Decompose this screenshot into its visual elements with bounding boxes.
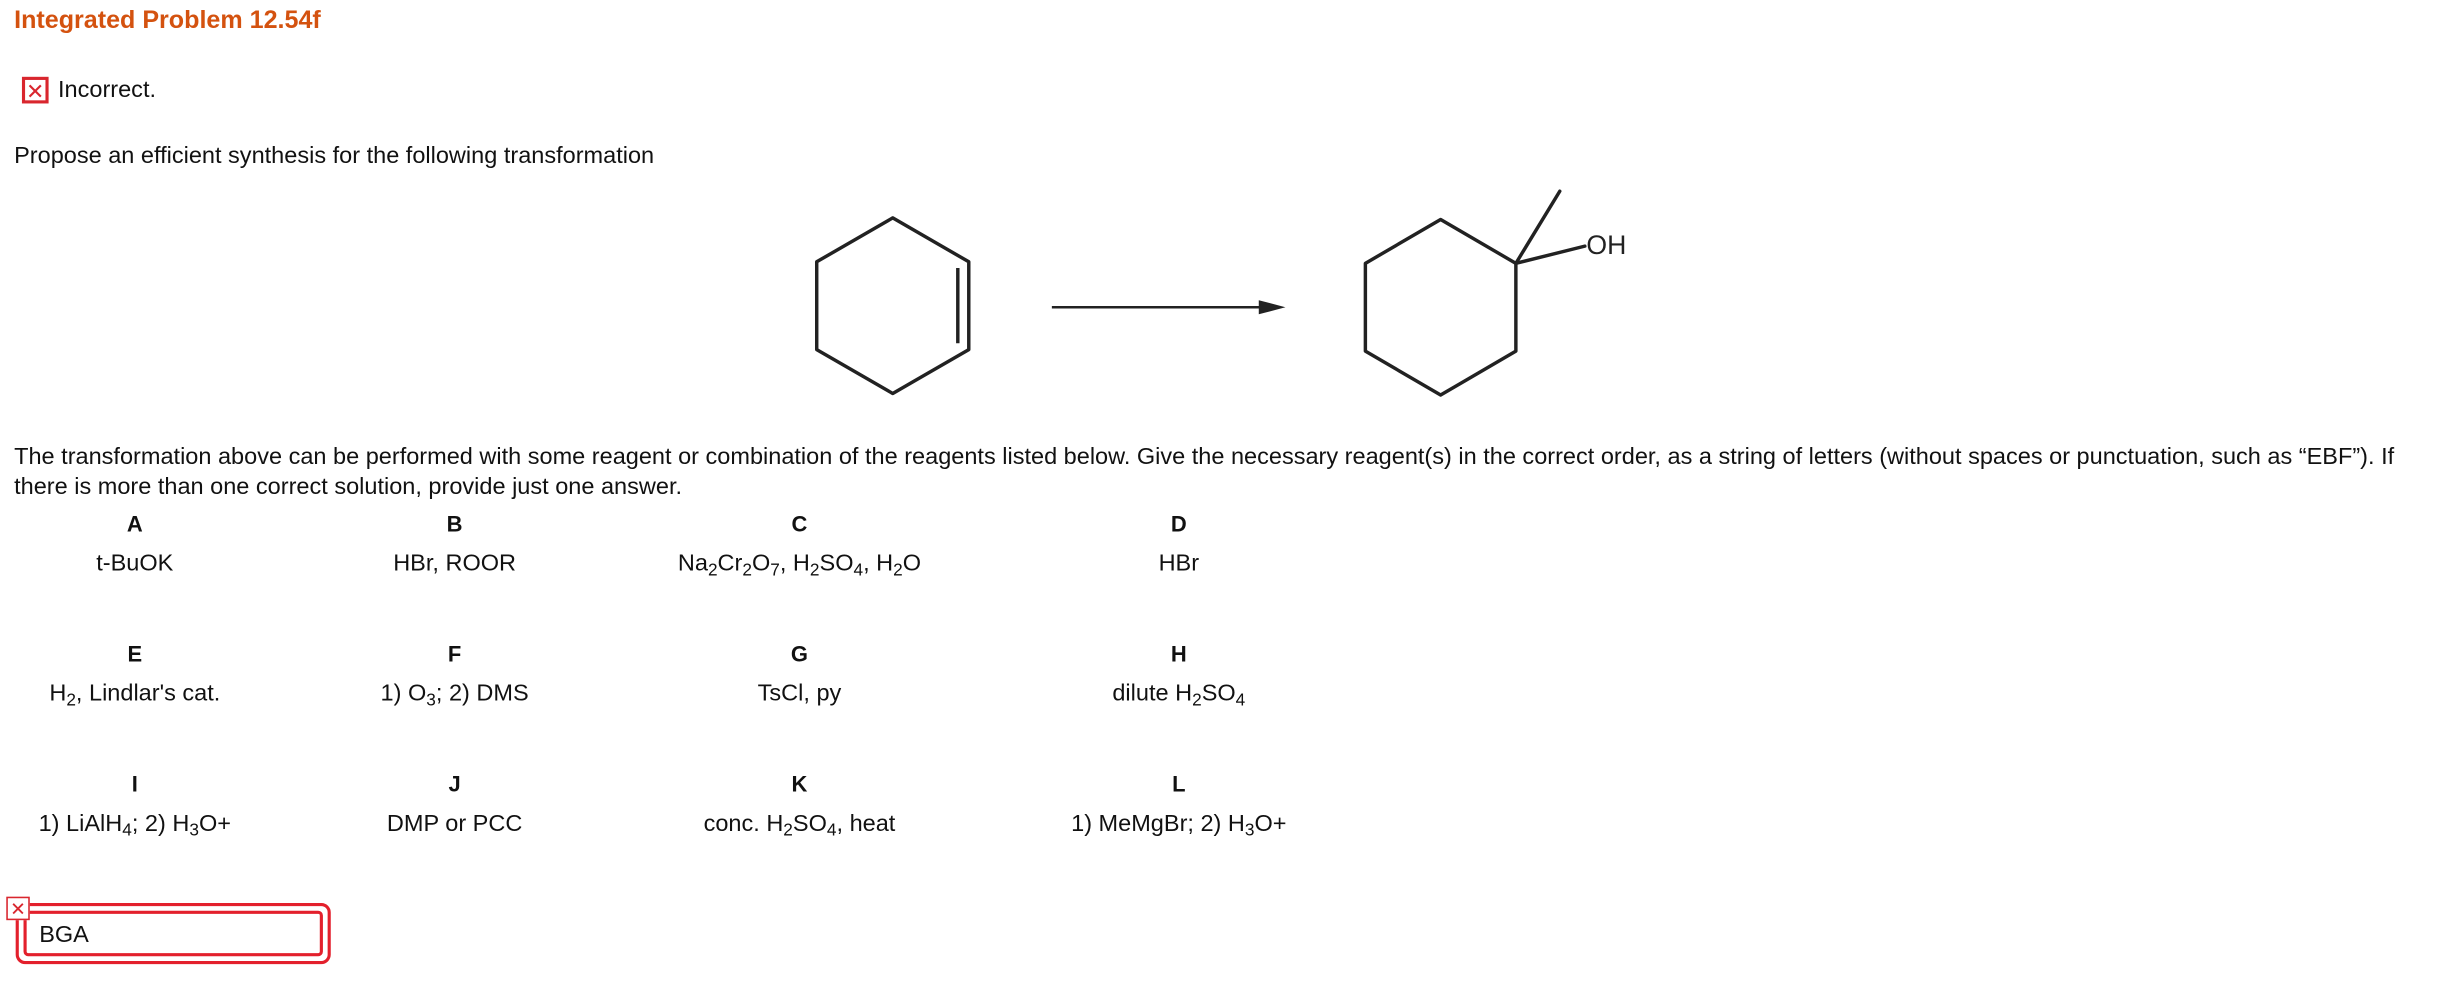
question-prompt: Propose an efficient synthesis for the f… — [14, 142, 655, 170]
reagent-fragment: ; 2) DMS — [435, 680, 529, 707]
reagent-option-g: G TsCl, py — [643, 638, 957, 707]
cyclohexene-structure — [814, 216, 971, 396]
reagent-text: Na2Cr2O7, H2SO4, H2O — [643, 550, 957, 581]
reagent-fragment: 1) O — [380, 680, 427, 707]
reagent-text: DMP or PCC — [298, 810, 612, 837]
subscript: 2 — [742, 561, 752, 581]
status-text: Incorrect. — [58, 76, 157, 104]
reagent-text: dilute H2SO4 — [1022, 680, 1336, 711]
reagent-text: 1) MeMgBr; 2) H3O+ — [1022, 810, 1336, 841]
reagent-letter: B — [446, 511, 463, 537]
subscript: 2 — [809, 561, 820, 581]
reagent-text: 1) O3; 2) DMS — [298, 680, 612, 711]
result-status: ✕ Incorrect. — [21, 74, 157, 107]
reagent-fragment: , H — [863, 550, 894, 577]
x-icon: ✕ — [21, 76, 49, 104]
subscript: 4 — [1235, 691, 1246, 711]
reagent-option-e: E H2, Lindlar's cat. — [0, 638, 292, 711]
problem-title: Integrated Problem 12.54f — [14, 7, 321, 35]
subscript: 2 — [893, 561, 903, 581]
hydroxyl-label: OH — [1586, 230, 1626, 260]
reagent-letter: C — [791, 511, 808, 537]
subscript: 4 — [122, 821, 132, 841]
subscript: 4 — [826, 821, 837, 841]
reaction-arrow — [1051, 300, 1286, 315]
subscript: 2 — [1192, 691, 1202, 711]
reagent-fragment: t-BuOK — [96, 550, 174, 577]
subscript: 2 — [783, 821, 793, 841]
subscript: 2 — [707, 561, 718, 581]
reagent-option-j: J DMP or PCC — [298, 768, 612, 837]
reagent-fragment: DMP or PCC — [386, 810, 523, 838]
reagent-option-f: F 1) O3; 2) DMS — [298, 638, 612, 711]
reagent-fragment: O — [902, 550, 922, 577]
subscript: 3 — [189, 821, 199, 841]
question-instructions: The transformation above can be performe… — [14, 443, 2395, 501]
reagent-fragment: Cr — [717, 550, 743, 577]
reagent-text: HBr, ROOR — [298, 550, 612, 577]
reagent-fragment: , Lindlar's cat. — [75, 680, 221, 707]
reagent-fragment: 1) LiAlH — [38, 810, 123, 838]
reagent-fragment: Na — [677, 550, 708, 577]
reagent-letter: L — [1172, 771, 1186, 797]
reagent-text: TsCl, py — [643, 680, 957, 707]
subscript: 3 — [1244, 821, 1255, 841]
reagent-letter: G — [790, 641, 808, 667]
reagent-text: 1) LiAlH4; 2) H3O+ — [0, 810, 292, 841]
subscript: 3 — [426, 691, 436, 711]
reagent-option-l: L 1) MeMgBr; 2) H3O+ — [1022, 768, 1336, 841]
reagent-letter: D — [1170, 511, 1187, 537]
answer-field-frame — [15, 902, 331, 965]
reagent-fragment: O — [751, 550, 771, 577]
reagent-fragment: HBr — [1158, 550, 1200, 577]
reagent-fragment: ; 2) H — [131, 810, 190, 838]
reagent-fragment: , heat — [836, 810, 896, 838]
reagent-fragment: 1) MeMgBr; 2) H — [1071, 810, 1245, 838]
subscript: 2 — [66, 691, 76, 711]
reaction-scheme: OH — [814, 189, 1626, 397]
reagent-letter: J — [448, 771, 461, 797]
x-icon: ✕ — [6, 896, 30, 921]
reagent-letter: F — [447, 641, 462, 667]
methylcyclohexanol-structure — [1363, 189, 1587, 397]
reagent-option-d: D HBr — [1022, 508, 1336, 577]
reagent-fragment: O+ — [198, 810, 232, 838]
reagent-fragment: dilute H — [1112, 680, 1193, 707]
reagent-fragment: conc. H — [703, 810, 784, 838]
subscript: 4 — [853, 561, 864, 581]
reagent-fragment: O+ — [1254, 810, 1287, 838]
reagent-letter: I — [131, 771, 138, 797]
reagent-letter: E — [127, 641, 143, 667]
reagent-text: H2, Lindlar's cat. — [0, 680, 292, 711]
reagent-fragment: , H — [779, 550, 810, 577]
reagent-letter: K — [791, 771, 808, 797]
reagent-fragment: HBr, ROOR — [393, 550, 517, 577]
reagent-text: t-BuOK — [0, 550, 292, 577]
reagent-option-i: I 1) LiAlH4; 2) H3O+ — [0, 768, 292, 841]
reagent-fragment: SO — [819, 550, 854, 577]
reagent-fragment: H — [49, 680, 67, 707]
reagent-option-b: B HBr, ROOR — [298, 508, 612, 577]
reagent-fragment: SO — [1201, 680, 1236, 707]
reagent-letter: A — [126, 511, 143, 537]
reagent-fragment: TsCl, py — [757, 680, 842, 707]
answer-input[interactable] — [23, 910, 323, 957]
reagent-letter: H — [1170, 641, 1187, 667]
reagent-text: conc. H2SO4, heat — [643, 810, 957, 841]
reagent-fragment: SO — [792, 810, 827, 838]
reagent-text: HBr — [1022, 550, 1336, 577]
subscript: 7 — [770, 561, 780, 581]
